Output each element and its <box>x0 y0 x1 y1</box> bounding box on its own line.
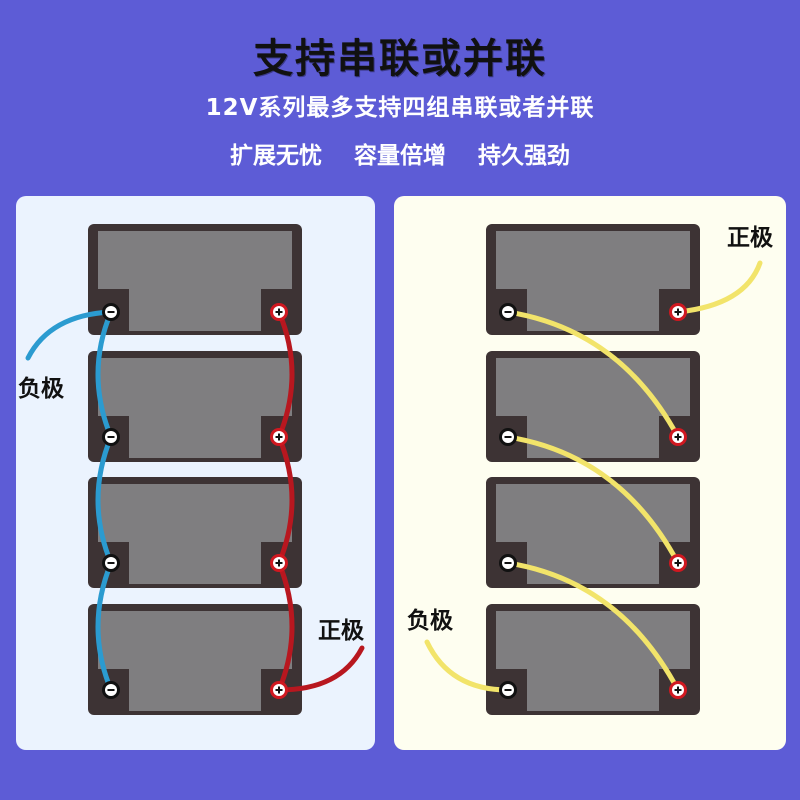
tagline-item: 持久强劲 <box>478 143 571 169</box>
negative-terminal-icon <box>499 428 517 446</box>
page-title: 支持串联或并联 <box>253 36 547 82</box>
battery-icon <box>88 477 302 588</box>
battery-icon <box>486 351 700 462</box>
negative-terminal-icon <box>499 681 517 699</box>
battery-icon <box>88 224 302 335</box>
negative-terminal-icon <box>102 554 120 572</box>
negative-terminal-icon <box>102 303 120 321</box>
subtitle: 12V系列最多支持四组串联或者并联 <box>205 95 595 121</box>
positive-terminal-icon <box>270 554 288 572</box>
tagline-item: 扩展无忧 <box>229 143 322 169</box>
positive-terminal-icon <box>669 303 687 321</box>
positive-terminal-icon <box>669 554 687 572</box>
negative-terminal-icon <box>102 428 120 446</box>
tagline: 扩展无忧 容量倍增 持久强劲 <box>0 136 800 170</box>
positive-wire <box>276 309 365 693</box>
negative-label: 负极 <box>407 608 453 634</box>
battery-icon <box>88 604 302 715</box>
battery-icon <box>486 604 700 715</box>
positive-terminal-icon <box>669 681 687 699</box>
negative-terminal-icon <box>102 681 120 699</box>
positive-label: 正极 <box>318 618 364 644</box>
positive-terminal-icon <box>669 428 687 446</box>
battery-icon <box>88 351 302 462</box>
battery-icon <box>486 477 700 588</box>
negative-wire <box>25 309 114 693</box>
negative-label: 负极 <box>18 376 64 402</box>
positive-terminal-icon <box>270 428 288 446</box>
positive-label: 正极 <box>727 225 773 251</box>
series-wire <box>424 260 763 693</box>
parallel-batteries <box>88 224 302 715</box>
positive-terminal-icon <box>270 681 288 699</box>
negative-terminal-icon <box>499 303 517 321</box>
positive-terminal-icon <box>270 303 288 321</box>
battery-icon <box>486 224 700 335</box>
negative-terminal-icon <box>499 554 517 572</box>
tagline-item: 容量倍增 <box>354 143 446 169</box>
